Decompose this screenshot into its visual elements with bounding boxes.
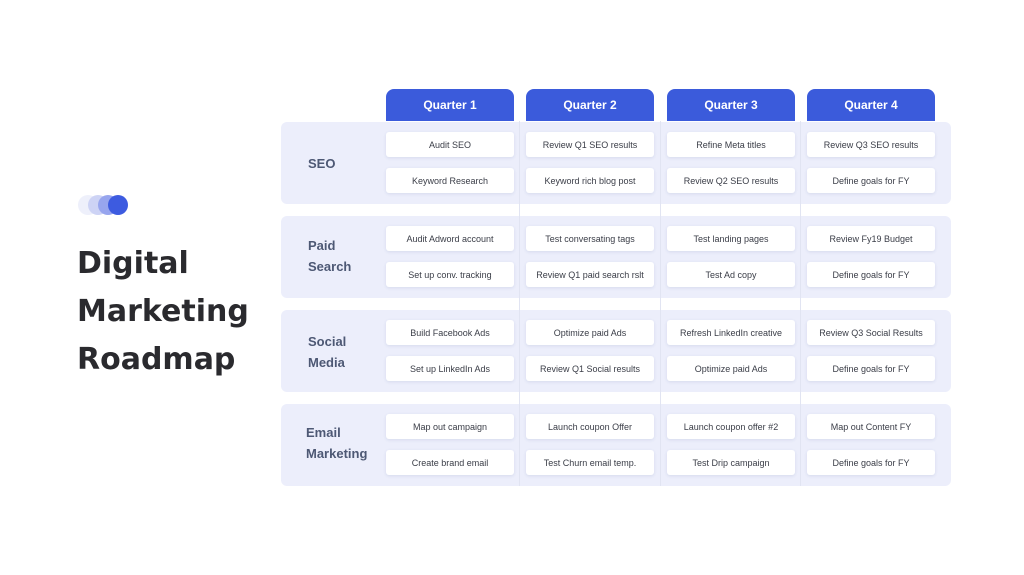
task-card: Set up LinkedIn Ads [386, 356, 514, 381]
task-card: Test conversating tags [526, 226, 654, 251]
decorative-dots [78, 193, 130, 217]
task-card: Set up conv. tracking [386, 262, 514, 287]
task-card: Refine Meta titles [667, 132, 795, 157]
column-divider [519, 121, 520, 486]
row-label-email-marketing: Email Marketing [306, 422, 367, 464]
task-card: Test Ad copy [667, 262, 795, 287]
task-card: Optimize paid Ads [667, 356, 795, 381]
task-card: Test Drip campaign [667, 450, 795, 475]
task-card: Keyword Research [386, 168, 514, 193]
dot-icon [108, 195, 128, 215]
task-card: Define goals for FY [807, 356, 935, 381]
task-card: Create brand email [386, 450, 514, 475]
row-label-line: Media [308, 355, 345, 370]
row-label-line: Social [308, 334, 347, 349]
task-card: Define goals for FY [807, 450, 935, 475]
column-divider [800, 121, 801, 486]
task-card: Test landing pages [667, 226, 795, 251]
row-label-line: Paid [308, 238, 336, 253]
row-label-line: SEO [308, 156, 336, 171]
title-line: Roadmap [77, 342, 236, 377]
task-card: Define goals for FY [807, 262, 935, 287]
row-label-line: Email [306, 425, 341, 440]
task-card: Review Q2 SEO results [667, 168, 795, 193]
task-card: Test Churn email temp. [526, 450, 654, 475]
task-card: Audit Adword account [386, 226, 514, 251]
row-label-line: Search [308, 259, 352, 274]
task-card: Refresh LinkedIn creative [667, 320, 795, 345]
task-card: Define goals for FY [807, 168, 935, 193]
task-card: Launch coupon Offer [526, 414, 654, 439]
task-card: Review Fy19 Budget [807, 226, 935, 251]
task-card: Keyword rich blog post [526, 168, 654, 193]
quarter-header-1: Quarter 1 [386, 89, 514, 121]
title-line: Digital [77, 246, 189, 281]
task-card: Map out Content FY [807, 414, 935, 439]
task-card: Review Q3 SEO results [807, 132, 935, 157]
task-card: Review Q1 Social results [526, 356, 654, 381]
task-card: Optimize paid Ads [526, 320, 654, 345]
task-card: Map out campaign [386, 414, 514, 439]
page-title: Digital Marketing Roadmap [77, 240, 277, 384]
task-card: Audit SEO [386, 132, 514, 157]
row-label-paid-search: Paid Search [308, 235, 351, 277]
task-card: Build Facebook Ads [386, 320, 514, 345]
task-card: Launch coupon offer #2 [667, 414, 795, 439]
title-line: Marketing [77, 294, 249, 329]
quarter-header-3: Quarter 3 [667, 89, 795, 121]
quarter-header-2: Quarter 2 [526, 89, 654, 121]
row-label-social-media: Social Media [308, 331, 346, 373]
row-label-line: Marketing [306, 446, 368, 461]
quarter-header-4: Quarter 4 [807, 89, 935, 121]
row-label-seo: SEO [308, 153, 335, 174]
column-divider [660, 121, 661, 486]
task-card: Review Q1 paid search rslt [526, 262, 654, 287]
task-card: Review Q1 SEO results [526, 132, 654, 157]
task-card: Review Q3 Social Results [807, 320, 935, 345]
